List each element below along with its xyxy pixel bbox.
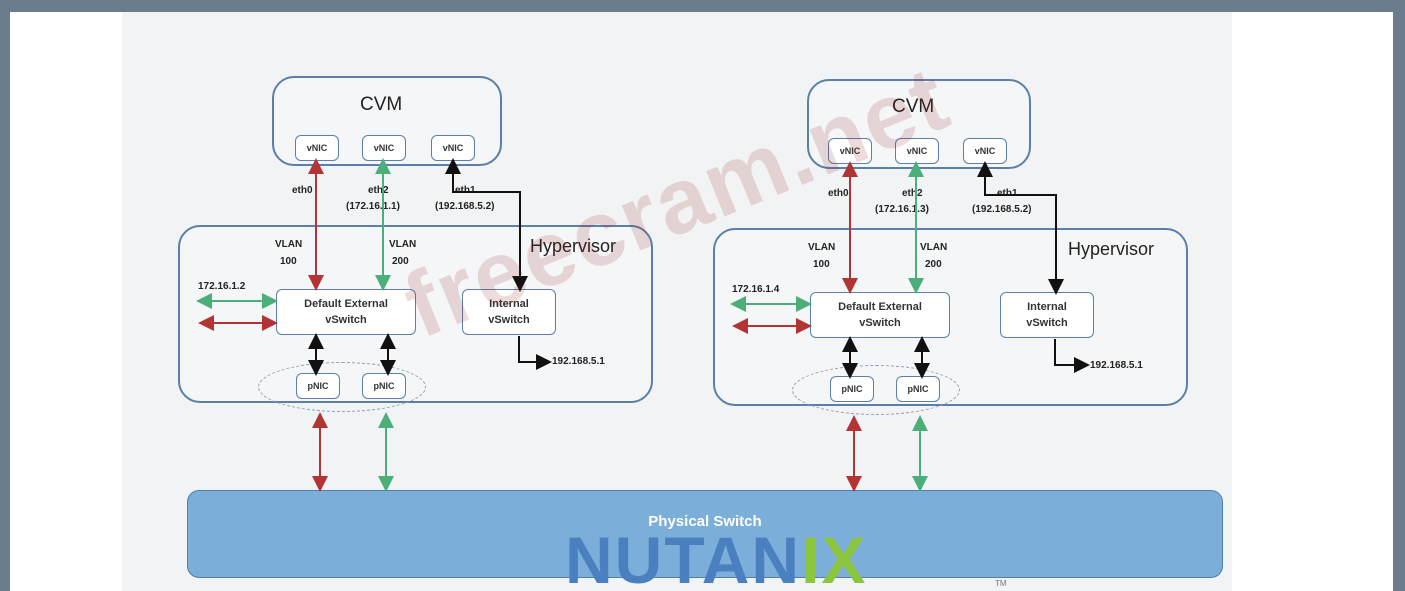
vlan-b-num-left: 200	[392, 256, 409, 267]
vlan-a-left: VLAN	[275, 239, 303, 250]
ext-ip-left: 172.16.1.2	[198, 281, 246, 292]
eth1-link-right	[977, 161, 1064, 295]
internal-ip-link-left	[518, 336, 552, 370]
physical-switch-label: Physical Switch	[648, 513, 762, 530]
cvm-title-right: CVM	[892, 96, 935, 117]
int-ip-left: 192.168.5.1	[552, 356, 605, 367]
vlan-a-num-right: 100	[813, 259, 830, 270]
vlan-a-right: VLAN	[808, 242, 836, 253]
int-switch-line1-left: Internal	[489, 298, 529, 310]
ext-switch-line2-left: vSwitch	[325, 314, 367, 326]
default-external-vswitch-left: Default External vSwitch	[276, 289, 416, 335]
ext-switch-line1-left: Default External	[304, 298, 388, 310]
vnic-right-1: vNIC	[828, 138, 872, 164]
vlan-b-right: VLAN	[920, 242, 948, 253]
logo-main: NUTAN	[565, 523, 802, 591]
ext-switch-line2-right: vSwitch	[859, 317, 901, 329]
connection-lines	[196, 158, 1090, 492]
pnic-team-oval-left	[258, 362, 426, 412]
hypervisor-title-left: Hypervisor	[530, 236, 617, 256]
pnic-team-oval-right	[792, 365, 960, 415]
int-ip-right: 192.168.5.1	[1090, 360, 1143, 371]
hypervisor-box-right	[713, 228, 1188, 406]
vlan-b-left: VLAN	[389, 239, 417, 250]
trademark-mark: TM	[995, 579, 1007, 588]
pnic-right-2: pNIC	[896, 376, 940, 402]
hypervisor-title-right: Hypervisor	[1068, 239, 1155, 259]
vnic-left-3: vNIC	[431, 135, 475, 161]
int-switch-line2-right: vSwitch	[1026, 317, 1068, 329]
ext-ip-right: 172.16.1.4	[732, 284, 780, 295]
default-external-vswitch-right: Default External vSwitch	[810, 292, 950, 338]
eth1-link-left	[445, 158, 528, 292]
internal-vswitch-right: Internal vSwitch	[1000, 292, 1094, 338]
nutanix-logo: NUTANIX	[565, 527, 867, 591]
int-switch-line1-right: Internal	[1027, 301, 1067, 313]
logo-x: IX	[801, 523, 868, 591]
eth0-label-right: eth0	[828, 188, 849, 199]
physical-switch: Physical Switch	[187, 490, 1223, 578]
eth0-label-left: eth0	[292, 185, 313, 196]
vlan-a-num-left: 100	[280, 256, 297, 267]
pnic-left-2: pNIC	[362, 373, 406, 399]
internal-vswitch-left: Internal vSwitch	[462, 289, 556, 335]
internal-ip-link-right	[1054, 339, 1090, 373]
ext-switch-line1-right: Default External	[838, 301, 922, 313]
pnic-left-1: pNIC	[296, 373, 340, 399]
vlan-b-num-right: 200	[925, 259, 942, 270]
eth2-ip-left: (172.16.1.1)	[346, 201, 400, 212]
slide-frame: CVM vNIC vNIC vNIC eth0 eth2 (172.16.1.1…	[10, 12, 1393, 591]
int-switch-line2-left: vSwitch	[488, 314, 530, 326]
eth2-ip-right: (172.16.1.3)	[875, 204, 929, 215]
cvm-title-left: CVM	[360, 94, 403, 115]
